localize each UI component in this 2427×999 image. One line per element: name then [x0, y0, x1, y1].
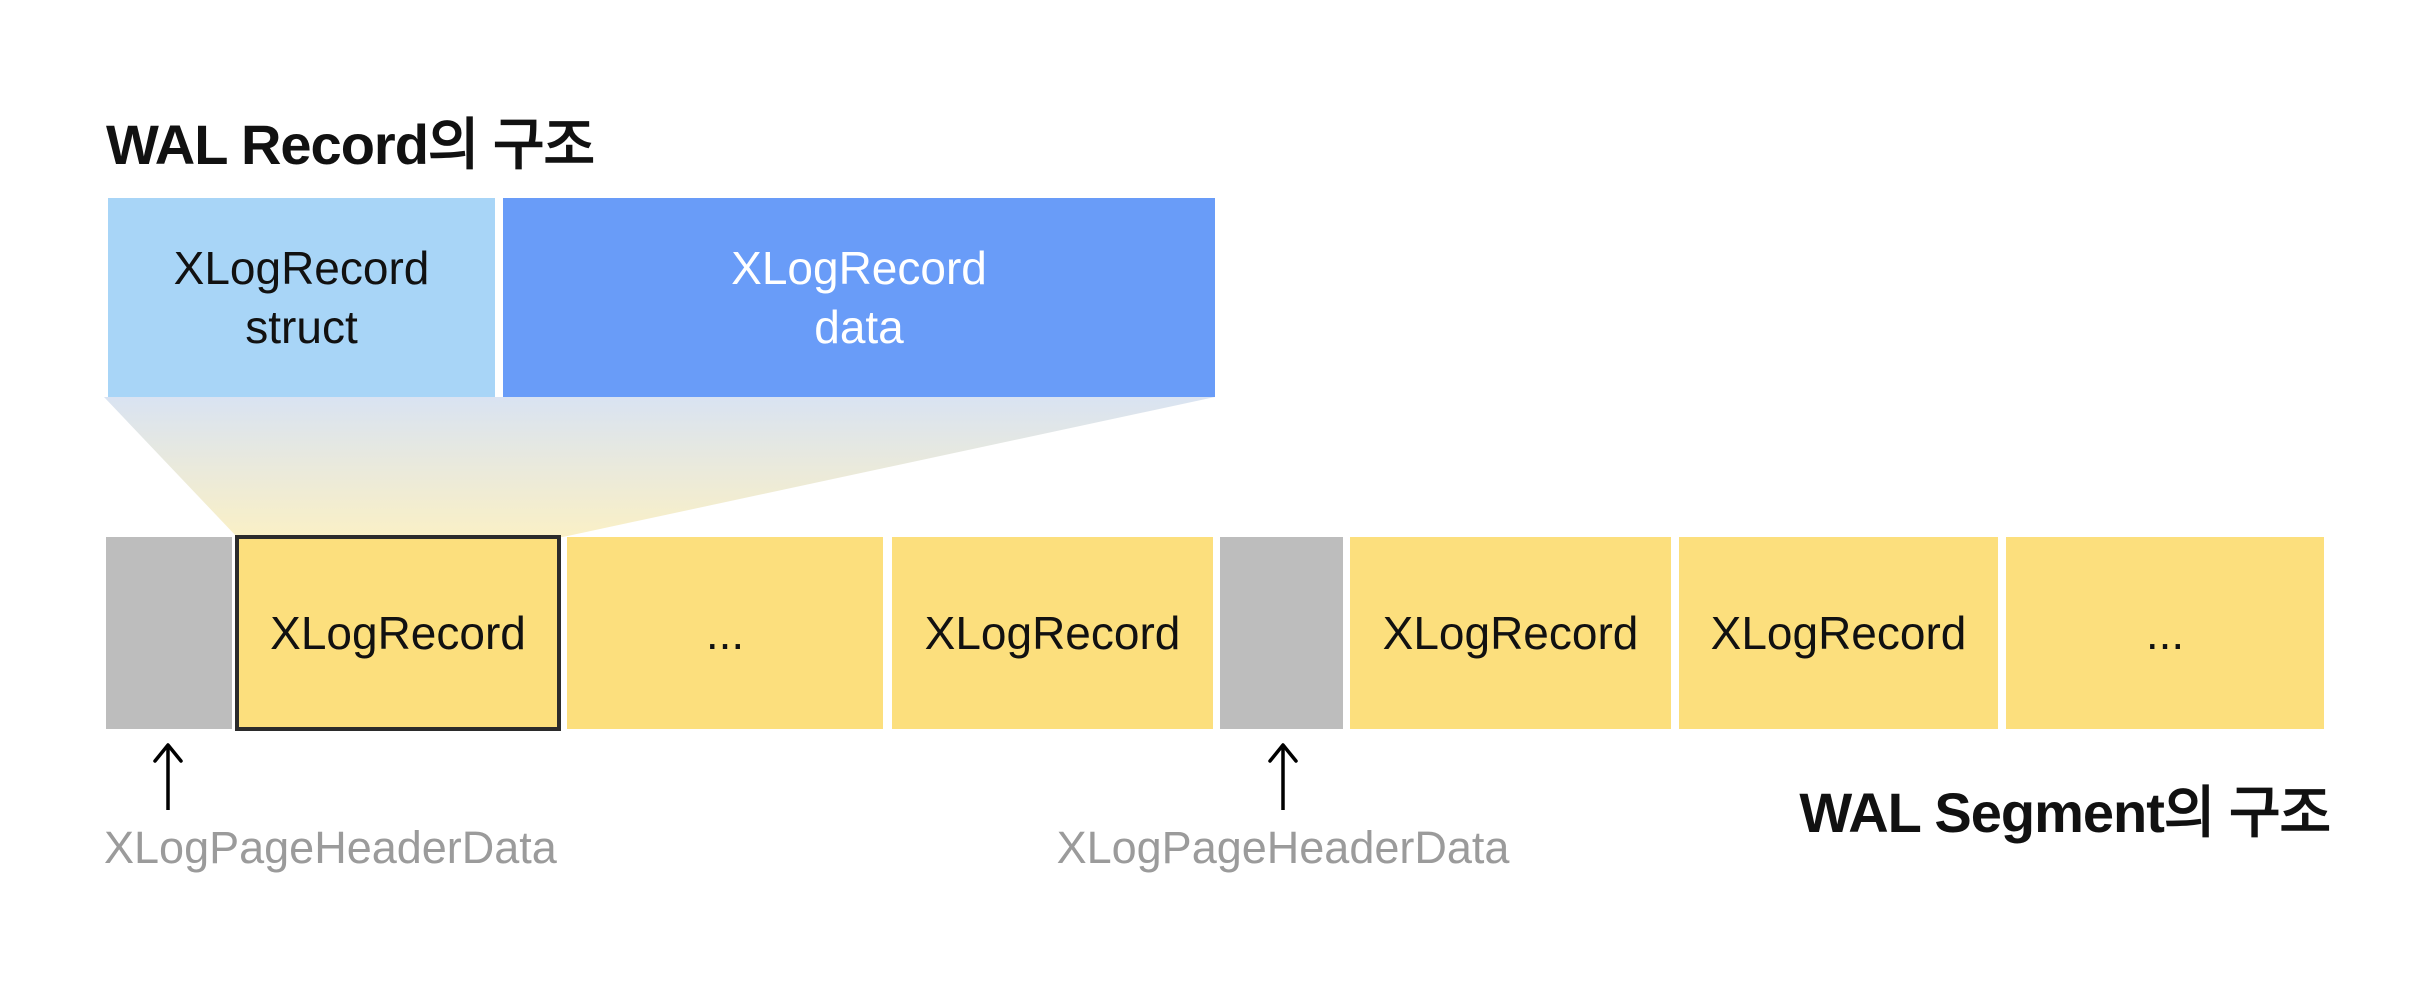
segment-cell-xlogrecord-3: XLogRecord — [1350, 537, 1671, 729]
segment-cell-xlogrecord-2: XLogRecord — [892, 537, 1213, 729]
zoom-funnel-connector — [104, 397, 1215, 537]
page-header-annotation-2: XLogPageHeaderData — [1056, 822, 1510, 873]
segment-cell-page-header-1 — [106, 537, 232, 729]
xlogrecord-data-label: XLogRecord data — [731, 241, 987, 353]
xlogrecord-data-box: XLogRecord data — [503, 198, 1215, 397]
wal-segment-title: WAL Segment의 구조 — [1799, 781, 2331, 844]
segment-cell-xlogrecord-4: XLogRecord — [1679, 537, 1998, 729]
segment-cell-page-header-2 — [1220, 537, 1343, 729]
xlogrecord-struct-box: XLogRecord struct — [108, 198, 495, 397]
up-arrow-icon — [153, 743, 183, 810]
segment-cell-xlogrecord-highlighted: XLogRecord — [235, 535, 561, 731]
segment-cell-ellipsis-2: ... — [2006, 537, 2324, 729]
up-arrow-icon — [1268, 743, 1298, 810]
xlogrecord-struct-label: XLogRecord struct — [173, 241, 430, 353]
segment-cell-ellipsis-1: ... — [567, 537, 883, 729]
wal-record-title: WAL Record의 구조 — [106, 113, 595, 176]
page-header-annotation-1: XLogPageHeaderData — [104, 822, 557, 873]
